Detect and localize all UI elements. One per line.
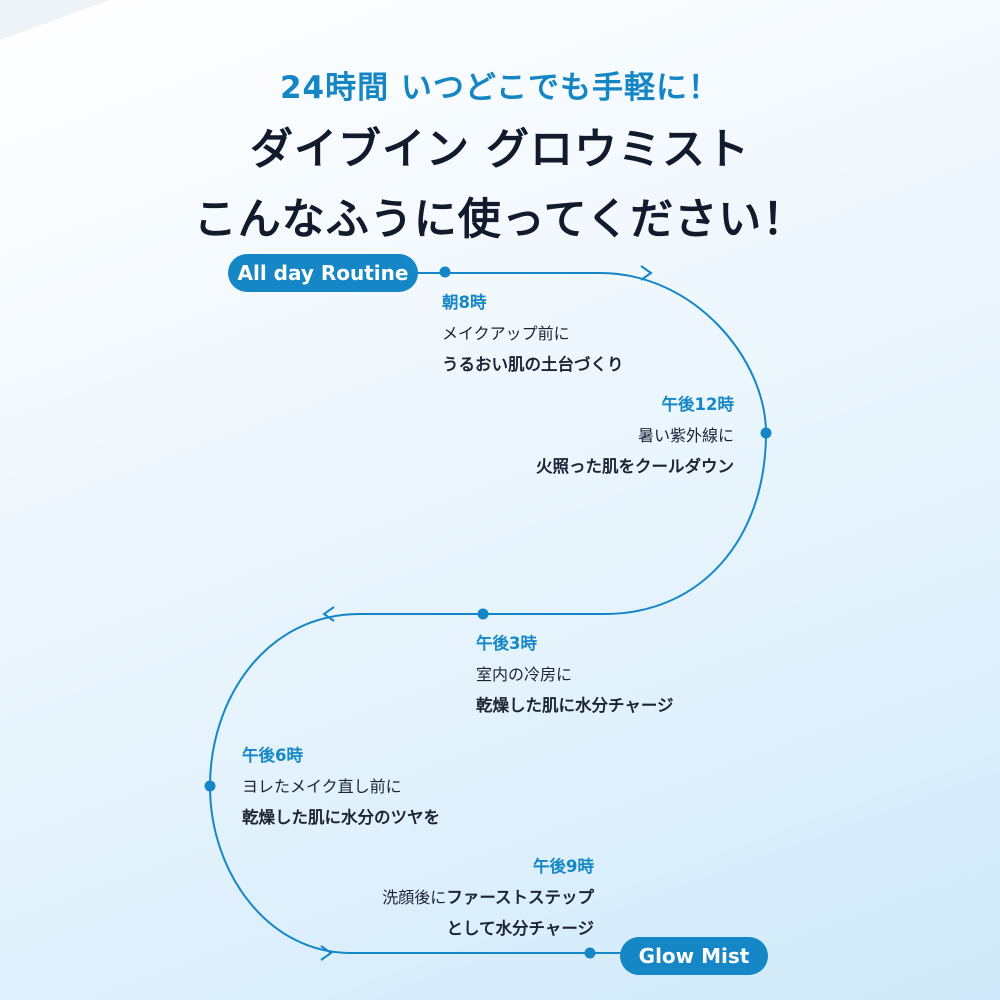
- arrow-icon: [640, 265, 653, 281]
- stop-time: 朝8時: [442, 293, 487, 312]
- title-line-1: ダイブイン グロウミスト: [250, 125, 750, 175]
- stop-night: 午後9時 洗顔後にファーストステップ として水分チャージ: [382, 851, 594, 944]
- arrow-icon: [320, 945, 333, 961]
- stop-desc-prefix: 洗顔後に: [382, 888, 447, 907]
- start-label: All day Routine: [228, 254, 418, 292]
- route-dot-1: [439, 266, 451, 278]
- stop-highlight: として水分チャージ: [446, 919, 594, 938]
- stop-noon: 午後12時 暑い紫外線に 火照った肌をクールダウン: [536, 389, 734, 482]
- stop-desc: 暑い紫外線に: [637, 426, 734, 445]
- stop-desc: ヨレたメイク直し前に: [242, 777, 402, 796]
- stop-time: 午後9時: [533, 857, 594, 876]
- stop-highlight: 乾燥した肌に水分チャージ: [476, 696, 674, 715]
- subtitle: 24時間 いつどこでも手軽に！: [279, 70, 720, 106]
- stop-desc: メイクアップ前に: [442, 324, 570, 343]
- route-line: [208, 272, 768, 954]
- stop-time: 午後12時: [661, 395, 734, 414]
- stop-evening: 午後6時 ヨレたメイク直し前に 乾燥した肌に水分のツヤを: [242, 740, 440, 833]
- stop-desc: 洗顔後にファーストステップ: [382, 882, 594, 913]
- stop-afternoon: 午後3時 室内の冷房に 乾燥した肌に水分チャージ: [476, 628, 674, 721]
- stop-time: 午後3時: [476, 634, 537, 653]
- end-label: Glow Mist: [620, 937, 768, 975]
- corner-shade: [0, 0, 110, 40]
- route-dot-4: [204, 780, 216, 792]
- stop-highlight: 火照った肌をクールダウン: [536, 457, 734, 476]
- stop-highlight: 乾燥した肌に水分のツヤを: [242, 808, 440, 827]
- title-line-2: こんなふうに使ってください！: [193, 195, 807, 245]
- route-dot-5: [584, 947, 596, 959]
- stop-time: 午後6時: [242, 746, 303, 765]
- stop-highlight: うるおい肌の土台づくり: [442, 355, 624, 374]
- stop-desc: 室内の冷房に: [476, 665, 573, 684]
- route-dot-2: [760, 427, 772, 439]
- stop-desc-emphasis: ファーストステップ: [446, 888, 594, 907]
- arrow-icon: [322, 606, 335, 622]
- route-dot-3: [477, 608, 489, 620]
- stop-morning: 朝8時 メイクアップ前に うるおい肌の土台づくり: [442, 287, 624, 380]
